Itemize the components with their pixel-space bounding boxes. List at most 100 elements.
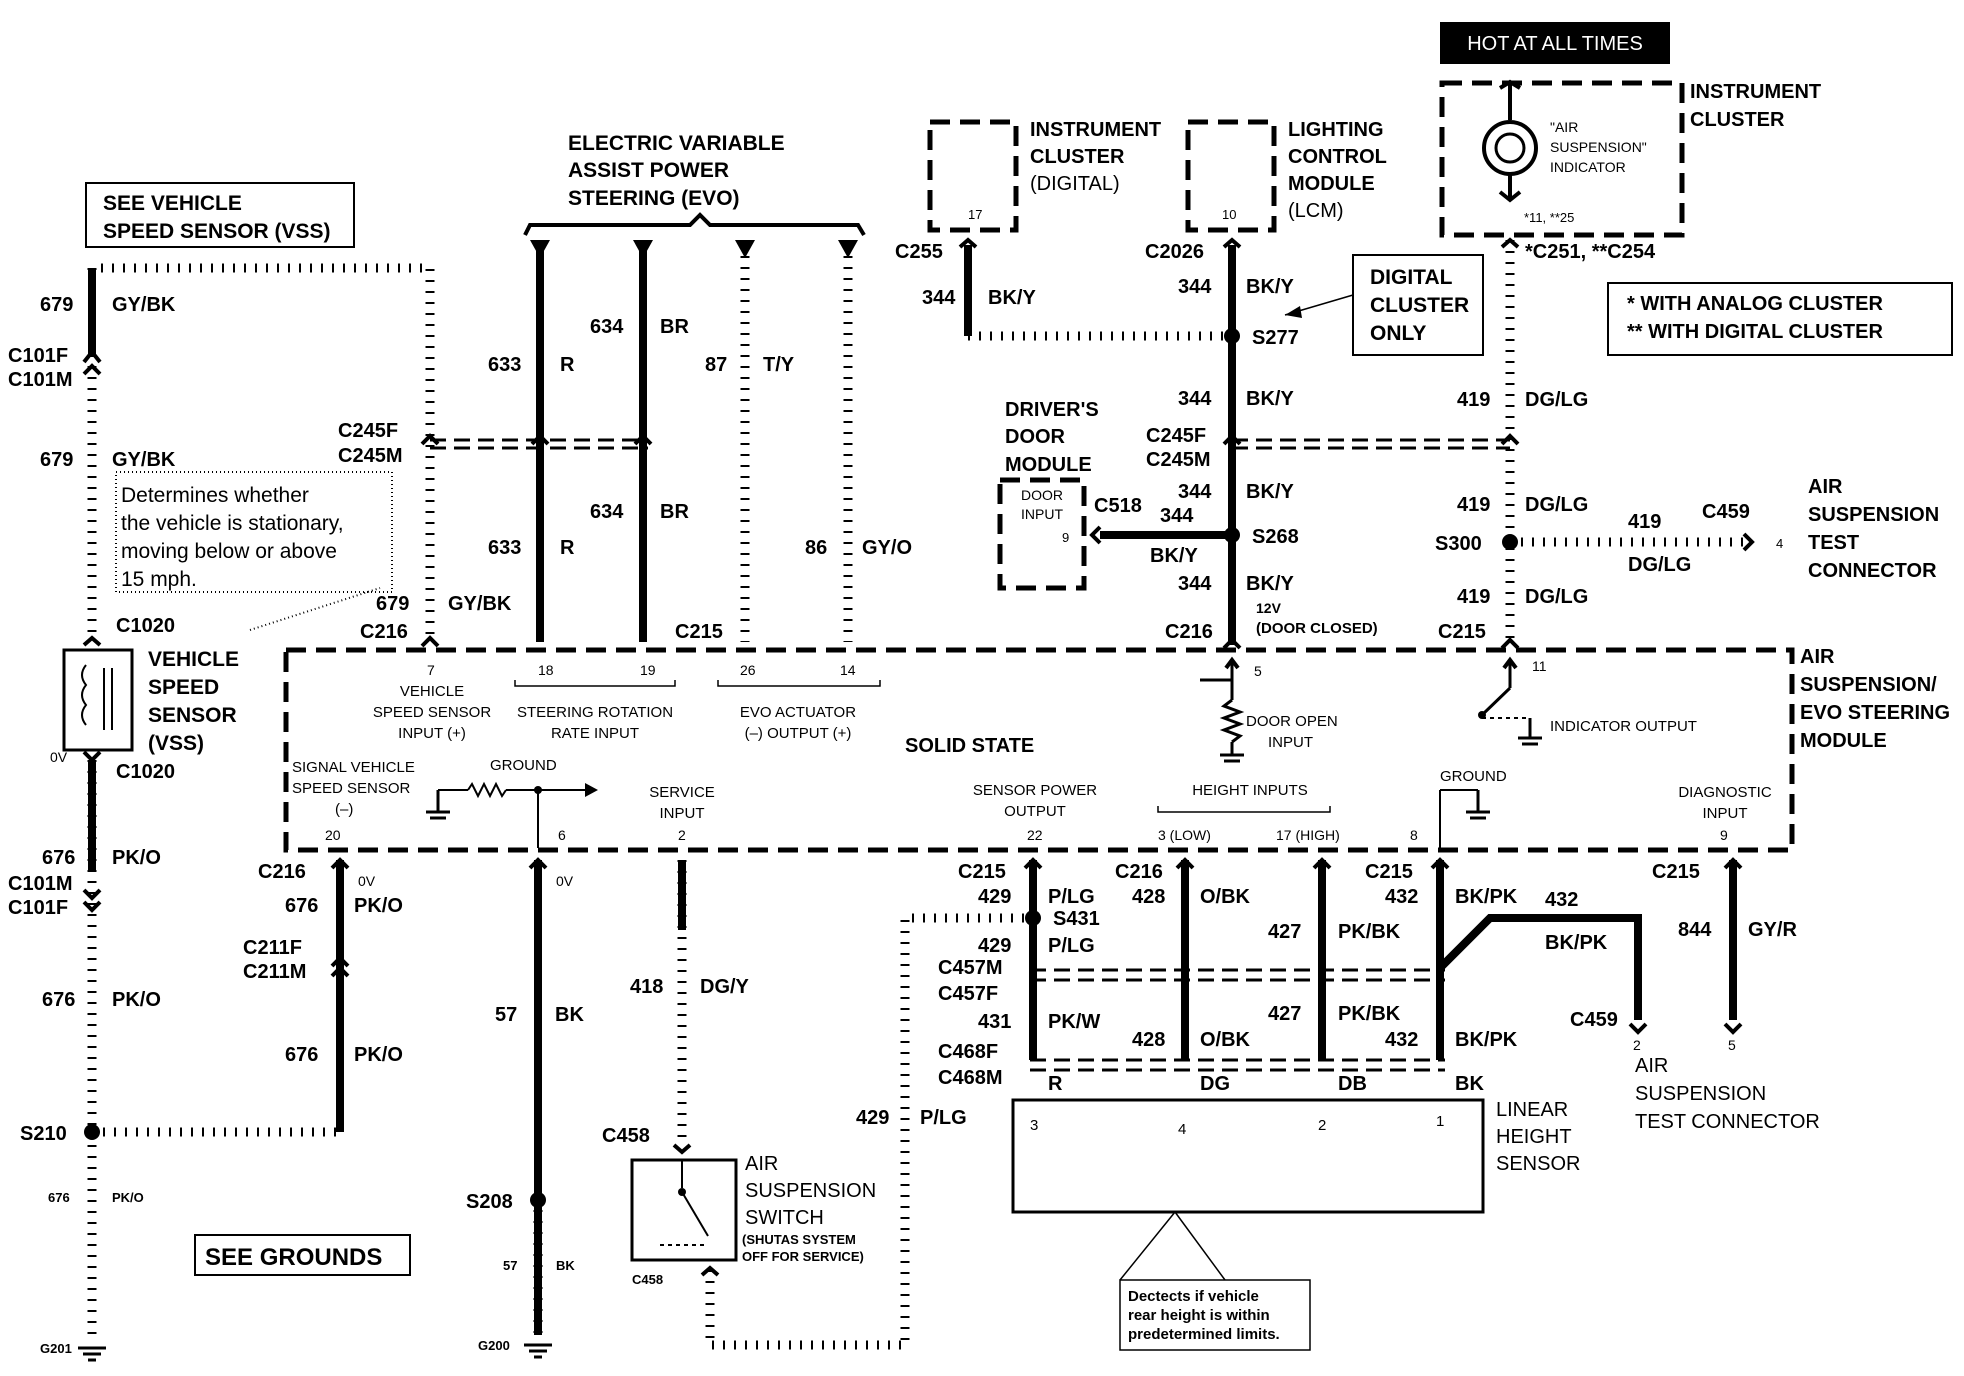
svg-text:R: R	[1048, 1073, 1063, 1095]
svg-text:SPEED: SPEED	[148, 676, 219, 699]
svg-text:19: 19	[640, 662, 656, 678]
svg-text:AIR: AIR	[745, 1153, 778, 1175]
switch-lever-icon	[681, 1191, 709, 1237]
see-vss-box[interactable]: SEE VEHICLE SPEED SENSOR (VSS)	[85, 182, 355, 248]
svg-text:57: 57	[503, 1258, 517, 1273]
linear-height-sensor: 3 4 2 1 LINEAR HEIGHT SENSOR	[1011, 1098, 1580, 1214]
svg-text:(SHUTAS SYSTEM: (SHUTAS SYSTEM	[742, 1232, 856, 1247]
svg-text:INPUT: INPUT	[1268, 734, 1313, 751]
svg-text:VEHICLE: VEHICLE	[148, 648, 239, 671]
svg-text:C215: C215	[1438, 621, 1486, 643]
svg-text:679: 679	[40, 449, 73, 471]
svg-text:"AIR: "AIR	[1550, 119, 1578, 135]
svg-text:MODULE: MODULE	[1288, 173, 1375, 195]
svg-text:22: 22	[1027, 827, 1043, 843]
svg-text:DIAGNOSTIC: DIAGNOSTIC	[1678, 784, 1772, 801]
svg-text:OUTPUT: OUTPUT	[1004, 803, 1066, 820]
svg-text:SUSPENSION: SUSPENSION	[1808, 504, 1939, 526]
height-sensor-wires: C215 C216 C215 C215 429 P/LG S431 429 P/…	[856, 857, 1797, 1129]
svg-text:INPUT: INPUT	[1703, 805, 1748, 822]
svg-text:CLUSTER: CLUSTER	[1690, 109, 1785, 131]
svg-text:HEIGHT INPUTS: HEIGHT INPUTS	[1192, 782, 1308, 799]
svg-text:C457F: C457F	[938, 983, 998, 1005]
svg-text:DG/LG: DG/LG	[1525, 586, 1588, 608]
svg-text:CONTROL: CONTROL	[1288, 146, 1387, 168]
svg-text:BR: BR	[660, 501, 689, 523]
svg-text:SUSPENSION": SUSPENSION"	[1550, 139, 1647, 155]
svg-text:(DIGITAL): (DIGITAL)	[1030, 173, 1120, 195]
svg-text:T/Y: T/Y	[763, 354, 795, 376]
hot-at-all-times-box: HOT AT ALL TIMES	[1440, 22, 1670, 64]
svg-text:S300: S300	[1435, 533, 1482, 555]
air-suspension-test-connector-top: AIR SUSPENSION TEST CONNECTOR	[1808, 476, 1939, 582]
svg-text:C211M: C211M	[243, 961, 306, 983]
svg-text:C518: C518	[1094, 495, 1142, 517]
svg-text:676: 676	[285, 1044, 318, 1066]
svg-text:15 mph.: 15 mph.	[121, 568, 197, 591]
svg-text:DG/LG: DG/LG	[1628, 554, 1691, 576]
svg-text:679: 679	[376, 593, 409, 615]
svg-text:8: 8	[1410, 827, 1418, 843]
svg-text:14: 14	[840, 662, 856, 678]
height-note: Dectects if vehicle rear height is withi…	[1119, 1211, 1311, 1351]
svg-text:PK/O: PK/O	[112, 989, 161, 1011]
svg-text:HEIGHT: HEIGHT	[1496, 1126, 1572, 1148]
svg-text:S277: S277	[1252, 327, 1299, 349]
svg-text:moving below or above: moving below or above	[121, 540, 337, 563]
svg-text:SERVICE: SERVICE	[649, 784, 715, 801]
svg-text:C101M: C101M	[8, 873, 72, 895]
svg-text:432: 432	[1545, 889, 1578, 911]
legend-box: * WITH ANALOG CLUSTER ** WITH DIGITAL CL…	[1607, 282, 1953, 356]
svg-text:BK/PK: BK/PK	[1455, 1029, 1518, 1051]
svg-text:PK/O: PK/O	[354, 895, 403, 917]
wire-57: 0V 57 BK S208 57 BK G200	[466, 857, 584, 1359]
svg-text:O/BK: O/BK	[1200, 1029, 1251, 1051]
svg-text:C216: C216	[360, 621, 408, 643]
svg-text:633: 633	[488, 354, 521, 376]
svg-text:(DOOR CLOSED): (DOOR CLOSED)	[1256, 620, 1378, 637]
svg-text:G200: G200	[478, 1338, 510, 1353]
svg-text:BK/Y: BK/Y	[1150, 545, 1198, 567]
svg-text:C211F: C211F	[243, 937, 302, 959]
svg-text:ONLY: ONLY	[1370, 322, 1426, 345]
svg-text:6: 6	[558, 827, 566, 843]
drivers-door-module: DRIVER'S DOOR MODULE DOOR INPUT 9 C518	[997, 399, 1142, 591]
svg-text:419: 419	[1457, 389, 1490, 411]
svg-text:ELECTRIC VARIABLE: ELECTRIC VARIABLE	[568, 132, 785, 155]
svg-text:STEERING (EVO): STEERING (EVO)	[568, 187, 740, 210]
svg-text:*C251, **C254: *C251, **C254	[1525, 241, 1656, 263]
svg-text:12V: 12V	[1256, 600, 1282, 616]
svg-text:INPUT: INPUT	[660, 805, 705, 822]
svg-text:5: 5	[1254, 663, 1262, 679]
svg-text:SOLID STATE: SOLID STATE	[905, 735, 1034, 757]
svg-text:O/BK: O/BK	[1200, 886, 1251, 908]
svg-text:676: 676	[42, 847, 75, 869]
svg-text:429: 429	[978, 935, 1011, 957]
svg-text:C101F: C101F	[8, 897, 68, 919]
svg-text:676: 676	[285, 895, 318, 917]
svg-text:C245M: C245M	[338, 445, 402, 467]
svg-text:0V: 0V	[358, 873, 376, 889]
svg-text:BK/Y: BK/Y	[988, 287, 1036, 309]
wire-676-c216: C216 0V 676 PK/O C211F C211M 676 PK/O	[243, 857, 403, 1132]
see-grounds-box[interactable]: SEE GROUNDS	[194, 1234, 411, 1276]
svg-text:P/LG: P/LG	[1048, 886, 1095, 908]
svg-text:10: 10	[1222, 207, 1236, 222]
svg-text:4: 4	[1178, 1121, 1186, 1138]
svg-text:GY/BK: GY/BK	[448, 593, 512, 615]
svg-text:predetermined limits.: predetermined limits.	[1128, 1326, 1280, 1343]
svg-text:419: 419	[1457, 586, 1490, 608]
svg-text:1: 1	[1436, 1113, 1444, 1130]
svg-text:2: 2	[1318, 1117, 1326, 1134]
svg-text:C245F: C245F	[1146, 425, 1206, 447]
svg-text:SUSPENSION/: SUSPENSION/	[1800, 674, 1937, 696]
svg-text:C245F: C245F	[338, 420, 398, 442]
svg-text:EVO ACTUATOR: EVO ACTUATOR	[740, 704, 856, 721]
svg-text:C458: C458	[602, 1125, 650, 1147]
svg-text:3 (LOW): 3 (LOW)	[1158, 827, 1211, 843]
svg-text:INSTRUMENT: INSTRUMENT	[1030, 119, 1161, 141]
svg-text:SPEED SENSOR: SPEED SENSOR	[292, 780, 411, 797]
svg-text:427: 427	[1268, 921, 1301, 943]
svg-text:BK: BK	[555, 1004, 584, 1026]
